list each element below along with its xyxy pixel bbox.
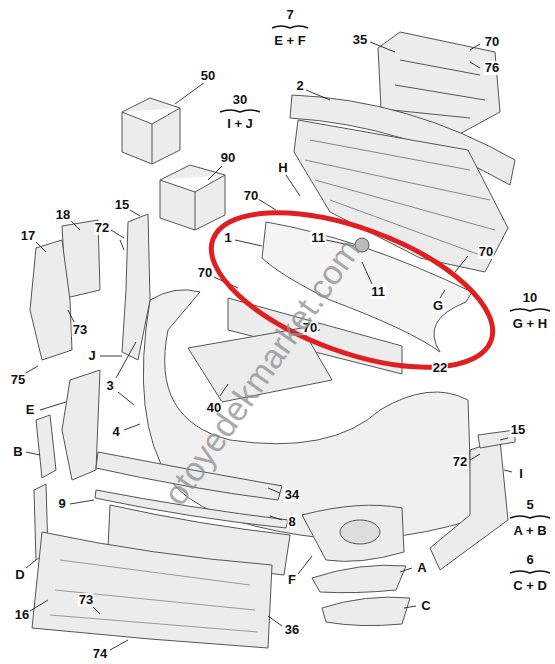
callout-number: 3 [105, 379, 114, 393]
callout-number: 76 [484, 61, 500, 75]
callout-number: 36 [284, 623, 300, 637]
callout-number: I [518, 467, 524, 481]
callout-number: E [25, 403, 36, 417]
callout-number: G [432, 299, 444, 313]
callout-number: 34 [284, 488, 300, 502]
under-shield [32, 532, 272, 648]
callout-number: 75 [10, 373, 26, 387]
fog-housing [302, 505, 404, 561]
callout-number: 70 [484, 35, 500, 49]
callout-number: 74 [92, 647, 108, 661]
callout-number: J [87, 349, 96, 363]
callout-number: 70 [243, 189, 259, 203]
callout-number: 5 [525, 498, 534, 512]
fog-cover-c [322, 597, 410, 625]
callout-number: 4 [111, 425, 120, 439]
callout-number: 9 [57, 497, 66, 511]
side-bracket-e [62, 370, 100, 480]
callout-number: C [420, 599, 431, 613]
callout-number: 73 [78, 593, 94, 607]
callout-number: 70 [197, 266, 213, 280]
callout-number: 8 [287, 515, 296, 529]
bracket-b [36, 415, 56, 478]
side-guide [122, 214, 150, 360]
callout-number: 17 [20, 229, 36, 243]
clip-box [160, 165, 225, 230]
air-duct [30, 240, 72, 360]
callout-number: A + B [512, 524, 547, 538]
callout-number: H [277, 161, 288, 175]
callout-number: A [416, 561, 427, 575]
leader-lines [24, 42, 512, 650]
highlight-ellipse [192, 181, 513, 399]
callout-number: 72 [94, 221, 110, 235]
callout-number: G + H [512, 317, 548, 331]
callout-number: 72 [452, 455, 468, 469]
callout-number: 11 [310, 231, 326, 245]
callout-number: 16 [14, 608, 30, 622]
callout-number: F [287, 573, 297, 587]
callout-number: C + D [512, 579, 548, 593]
watermark: otoyedekmarket.com [156, 232, 369, 513]
callout-number: 7 [285, 8, 294, 22]
callout-number: D [14, 568, 25, 582]
callout-number: 30 [232, 93, 248, 107]
callout-number: 6 [525, 553, 534, 567]
callout-number: 90 [220, 151, 236, 165]
callout-number: 10 [522, 291, 538, 305]
callout-number: 70 [478, 245, 494, 259]
callout-number: 35 [352, 33, 368, 47]
callout-number: 15 [114, 198, 130, 212]
callout-number: E + F [273, 34, 306, 48]
callout-number: 11 [370, 285, 386, 299]
callout-number: B [12, 445, 23, 459]
callout-number: I + J [226, 117, 254, 131]
callout-number: 50 [200, 69, 216, 83]
callout-number: 1 [223, 231, 232, 245]
side-bracket-i [430, 440, 508, 570]
callout-number: 22 [432, 361, 448, 375]
fog-cover-a [312, 565, 406, 592]
clip-box [122, 98, 180, 164]
callout-number: 15 [510, 423, 526, 437]
callout-number: 2 [295, 79, 304, 93]
callout-number: 73 [72, 323, 88, 337]
callout-number: 18 [55, 208, 71, 222]
